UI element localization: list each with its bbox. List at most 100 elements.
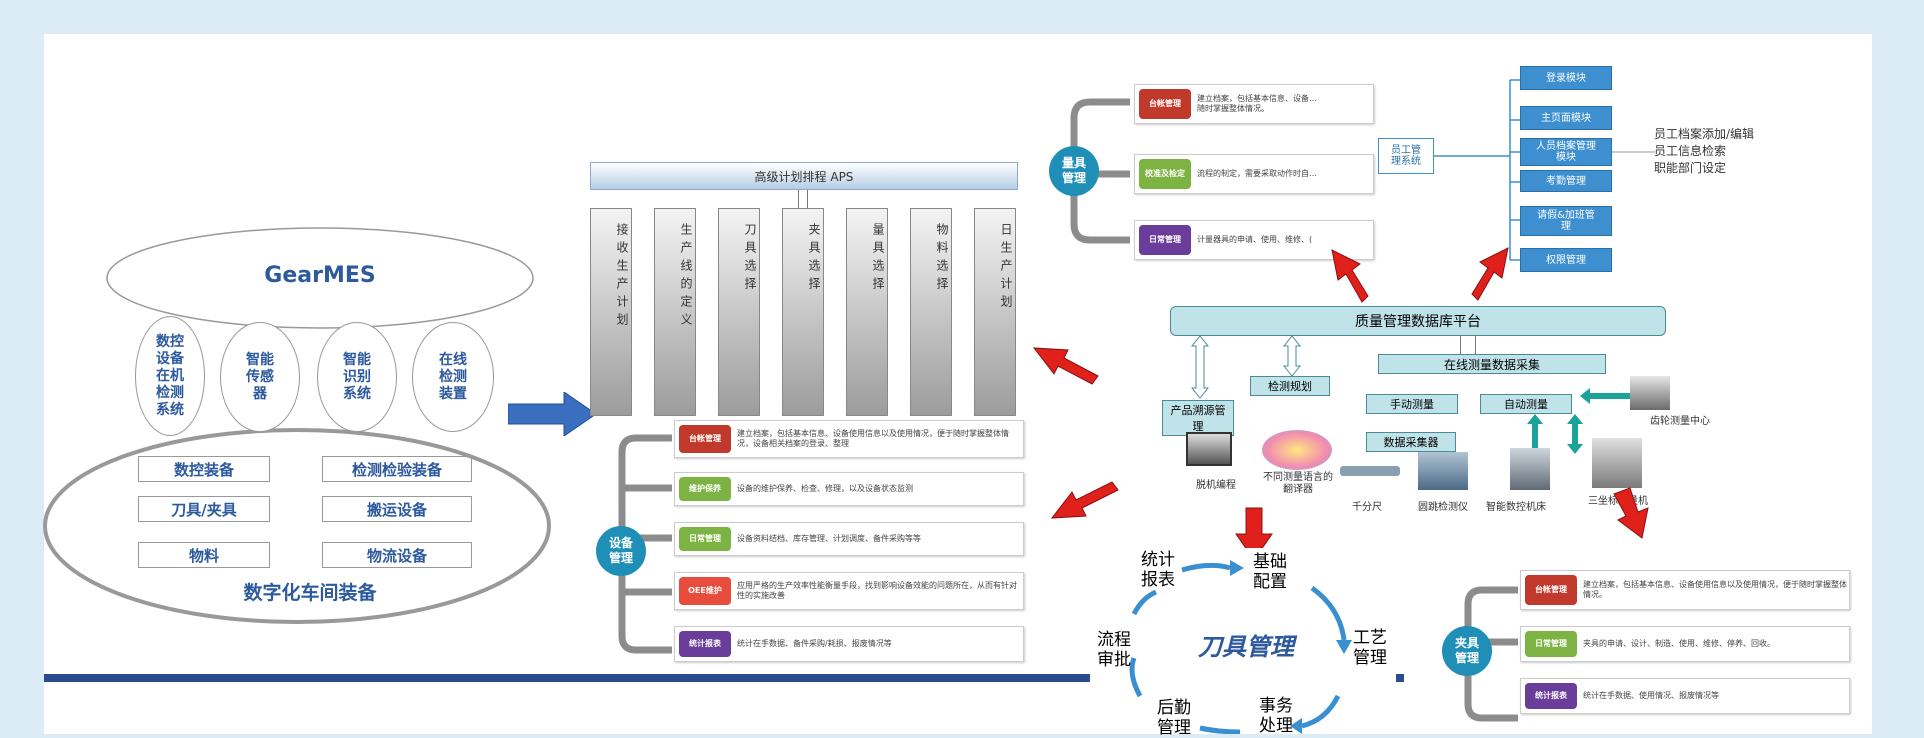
equip-transport: 搬运设备 <box>322 496 472 522</box>
aps-columns: 接收生产计划 生产线的定义 刀具选择 夹具选择 量具选择 物料选择 日生产计划 <box>590 208 1018 418</box>
device-tag-ledger: 台帐管理 <box>679 425 731 453</box>
measuring-text-ledger: 建立档案，包括基本信息、设备… 随时掌握整体情况。 <box>1197 94 1317 113</box>
measuring-tools-section: 量具管理 台帐管理建立档案，包括基本信息、设备… 随时掌握整体情况。 校准及检定… <box>1040 80 1380 260</box>
gearmes-shapes <box>43 227 551 624</box>
gearmes-footer: 数字化车间装备 <box>243 581 377 604</box>
gear-center-icon <box>1630 376 1670 410</box>
online-measure: 在线测量数据采集 <box>1378 354 1606 374</box>
module-cnc-inspection: 数控设备在机检测系统 <box>135 316 205 436</box>
device-runout: 圆跳检测仪 <box>1418 502 1468 513</box>
tool-stage-transaction: 事务处理 <box>1259 696 1293 736</box>
device-row-report: 统计报表统计在手数据、备件采购/耗损、报废情况等 <box>674 626 1024 662</box>
device-text-ledger: 建立档案，包括基本信息、设备使用信息以及使用情况，便于随时掌握整体情况，设备相关… <box>737 429 1009 448</box>
staff-module-attendance: 考勤管理 <box>1520 170 1612 192</box>
tool-stage-report: 统计报表 <box>1141 550 1175 590</box>
fixture-text-ledger: 建立档案，包括基本信息、设备使用信息以及使用情况，便于随时掌握整体情况。 <box>1583 580 1847 599</box>
device-tag-oee: OEE维护 <box>679 577 731 605</box>
measuring-row-calibration: 校准及检定流程的制定，需要采取动作时自… <box>1134 154 1374 194</box>
runout-tester-icon <box>1418 452 1468 490</box>
aps-col-fixture-select: 夹具选择 <box>782 208 824 416</box>
module-online-inspection: 在线检测装置 <box>412 322 494 432</box>
device-row-daily: 日常管理设备资料结档、库存管理、计划调度、备件采购等等 <box>674 522 1024 556</box>
staff-system: 员工管理系统 <box>1378 138 1434 174</box>
product-trace: 产品溯源管理 <box>1162 400 1234 436</box>
red-arrow-to-measuring-icon <box>1331 249 1369 303</box>
aps-col-receive-plan: 接收生产计划 <box>590 208 632 416</box>
computer-icon <box>1186 432 1232 466</box>
tool-mgmt-section: 基础配置 工艺管理 事务处理 后勤管理 流程审批 统计报表 刀具管理 <box>1090 548 1396 738</box>
fixture-tag-report: 统计报表 <box>1525 683 1577 709</box>
fixture-text-report: 统计在手数据、使用情况、报废情况等 <box>1583 691 1719 700</box>
aps-title: 高级计划排程 APS <box>590 162 1018 190</box>
inspection-plan: 检测规划 <box>1250 376 1330 396</box>
measuring-tag-calibration: 校准及检定 <box>1139 159 1191 189</box>
device-text-daily: 设备资料结档、库存管理、计划调度、备件采购等等 <box>737 534 921 543</box>
equip-logistics: 物流设备 <box>322 542 472 568</box>
gear-center-arrow <box>1580 388 1650 404</box>
module-smart-recognition: 智能识别系统 <box>317 322 397 432</box>
red-arrow-to-tool-icon <box>1235 507 1273 561</box>
measuring-tag-ledger: 台帐管理 <box>1139 89 1191 119</box>
device-text-maintenance: 设备的维护保养、检查、修理，以及设备状态监测 <box>737 484 913 493</box>
device-text-oee: 应用严格的生产效率性能衡量手段，找到影响设备效能的问题所在，从而有针对性的实施改… <box>737 581 1017 600</box>
data-collector: 数据采集器 <box>1366 432 1456 452</box>
measuring-row-ledger: 台帐管理建立档案，包括基本信息、设备… 随时掌握整体情况。 <box>1134 84 1374 124</box>
fixture-text-daily: 夹具的申请、设计、制造、使用、维修、停养、回收。 <box>1583 639 1775 648</box>
tool-stage-process: 工艺管理 <box>1353 628 1387 668</box>
fixture-mgmt-section: 夹具管理 台帐管理建立档案，包括基本信息、设备使用信息以及使用情况，便于随时掌握… <box>1436 564 1856 734</box>
staff-connectors <box>1420 79 1655 261</box>
bottom-divider <box>44 674 1404 682</box>
platform-double-arrows <box>1190 336 1302 399</box>
staff-module-permissions: 权限管理 <box>1520 248 1612 272</box>
measuring-tools-bubble: 量具管理 <box>1049 146 1099 196</box>
auto-measure: 自动测量 <box>1480 394 1572 414</box>
equip-material: 物料 <box>138 542 270 568</box>
staff-detail-dept: 职能部门设定 <box>1654 161 1727 175</box>
fixture-row-ledger: 台帐管理建立档案，包括基本信息、设备使用信息以及使用情况，便于随时掌握整体情况。 <box>1520 570 1850 610</box>
aps-col-material-select: 物料选择 <box>910 208 952 416</box>
device-row-oee: OEE维护应用严格的生产效率性能衡量手段，找到影响设备效能的问题所在，从而有针对… <box>674 572 1024 610</box>
fixture-tag-ledger: 台帐管理 <box>1525 575 1577 605</box>
cnc-machine-icon <box>1510 448 1550 490</box>
red-arrow-to-aps-icon <box>1032 347 1099 385</box>
staff-details: 员工档案添加/编辑 员工信息检索 职能部门设定 <box>1654 126 1754 177</box>
measuring-tag-daily: 日常管理 <box>1139 225 1191 255</box>
aps-connector <box>798 190 808 208</box>
red-arrow-to-staff-icon <box>1471 247 1509 301</box>
module-smart-sensor: 智能传感器 <box>220 322 300 432</box>
gearmes-title: GearMES <box>264 262 376 288</box>
staff-detail-search: 员工信息检索 <box>1654 144 1727 158</box>
red-arrow-to-fixture-icon <box>1613 487 1649 539</box>
device-tag-daily: 日常管理 <box>679 527 731 551</box>
fixture-row-daily: 日常管理夹具的申请、设计、制造、使用、维修、停养、回收。 <box>1520 626 1850 662</box>
cmm-icon <box>1592 438 1642 488</box>
equip-inspection: 检测检验装备 <box>322 456 472 482</box>
staff-module-leave: 请假&加班管理 <box>1520 206 1612 236</box>
device-mgmt-section: 设备管理 台帐管理建立档案，包括基本信息、设备使用信息以及使用情况，便于随时掌握… <box>590 414 1030 674</box>
tool-stage-approval: 流程审批 <box>1097 630 1131 670</box>
device-text-report: 统计在手数据、备件采购/耗损、报废情况等 <box>737 639 892 648</box>
red-arrow-to-device-icon <box>1050 481 1119 519</box>
offline-programming-label: 脱机编程 <box>1196 480 1236 491</box>
measuring-text-calibration: 流程的制定，需要采取动作时自… <box>1197 169 1317 178</box>
auto-measure-arrows <box>1527 414 1583 464</box>
device-tag-maintenance: 维护保养 <box>679 477 731 501</box>
fixture-tag-daily: 日常管理 <box>1525 631 1577 657</box>
aps-col-gauge-select: 量具选择 <box>846 208 888 416</box>
aps-col-daily-plan: 日生产计划 <box>974 208 1016 416</box>
aps-col-tool-select: 刀具选择 <box>718 208 760 416</box>
device-mgmt-bubble: 设备管理 <box>596 526 646 576</box>
staff-module-records: 人员档案管理模块 <box>1520 138 1612 166</box>
arrow-right-blue-icon <box>508 392 597 436</box>
fixture-mgmt-bubble: 夹具管理 <box>1442 626 1492 676</box>
manual-measure: 手动测量 <box>1366 394 1458 414</box>
gear-center-label: 齿轮测量中心 <box>1650 416 1710 427</box>
staff-detail-add: 员工档案添加/编辑 <box>1654 127 1755 141</box>
quality-platform: 质量管理数据库平台 <box>1170 306 1666 336</box>
equip-cnc: 数控装备 <box>138 456 270 482</box>
staff-module-home: 主页面模块 <box>1520 106 1612 130</box>
tool-mgmt-title: 刀具管理 <box>1198 632 1294 661</box>
tool-stage-logistics: 后勤管理 <box>1157 698 1191 738</box>
measuring-text-daily: 计量器具的申请、使用、维修、( <box>1197 235 1313 244</box>
